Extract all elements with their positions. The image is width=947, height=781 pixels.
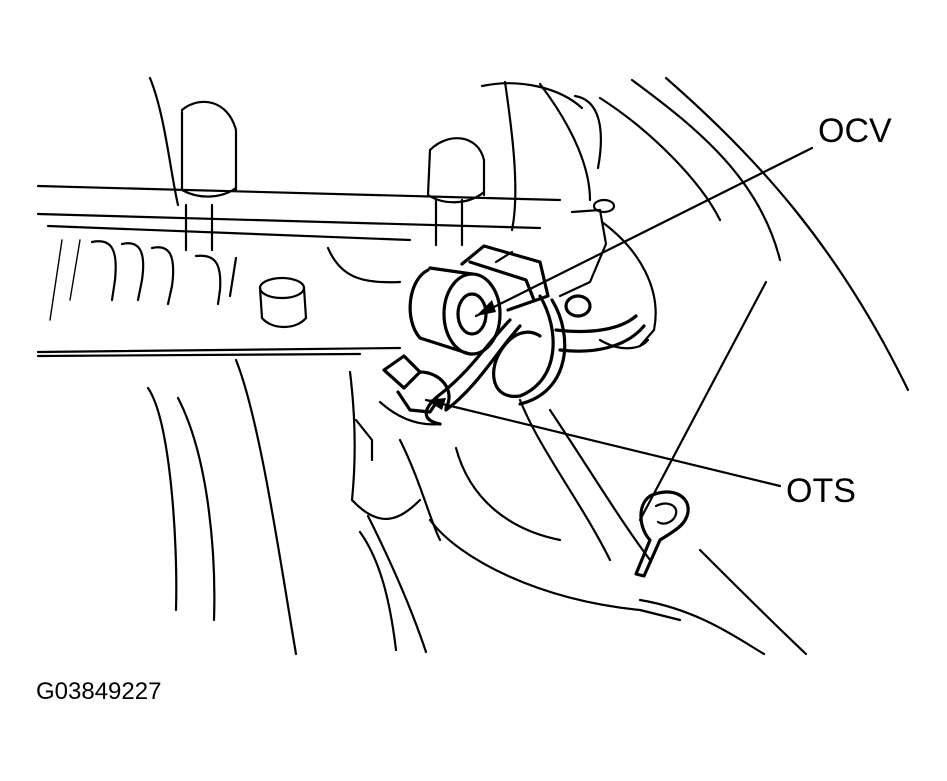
ots-sensor: [382, 354, 422, 390]
engine-contour: [638, 280, 768, 522]
wire-harness: [554, 314, 638, 334]
engine-contour: [630, 78, 782, 262]
ocv-connector: [468, 260, 536, 302]
head-rib: [326, 246, 402, 284]
ots-sensor: [418, 370, 451, 410]
wire-harness: [518, 298, 567, 406]
bracket-bolt: [564, 294, 592, 318]
engine-block: [358, 530, 398, 652]
cam-housing: [598, 338, 650, 350]
manifold-runner: [573, 94, 602, 170]
head-edge: [36, 346, 402, 354]
engine-block: [354, 418, 374, 462]
head-rib: [194, 254, 222, 306]
label-ocv: OCV: [818, 112, 892, 150]
wire-harness: [424, 318, 512, 426]
wire-harness: [558, 324, 646, 353]
cam-housing: [600, 220, 657, 348]
dipstick-handle: [634, 490, 690, 578]
head-rib: [90, 240, 117, 302]
engine-block: [146, 386, 178, 612]
manifold-runner: [480, 82, 584, 110]
head-rib: [49, 239, 63, 321]
bracket-bolt: [592, 198, 616, 214]
ots-sensor: [378, 400, 442, 426]
fuel-rail: [46, 224, 412, 242]
head-edge: [36, 352, 362, 358]
wire-harness: [444, 324, 522, 412]
engine-block: [398, 438, 442, 542]
dipstick-handle: [654, 502, 678, 525]
engine-block: [366, 514, 428, 654]
manifold-runner: [503, 80, 517, 232]
engine-block: [548, 408, 652, 562]
engine-contour: [698, 548, 808, 656]
bolt-boss: [258, 276, 306, 300]
ocv-leader-line: [474, 146, 814, 318]
engine-block: [234, 358, 298, 656]
fuel-rail: [36, 184, 562, 202]
engine-block: [348, 370, 356, 502]
ocv-body: [428, 266, 474, 276]
manifold-runner: [428, 137, 486, 197]
head-rib: [69, 239, 81, 301]
bolt-boss: [258, 286, 308, 329]
engine-block: [350, 498, 422, 520]
head-rib: [228, 256, 238, 298]
manifold-runner: [148, 76, 180, 207]
engine-contour: [638, 598, 766, 656]
ots-arrowhead: [426, 398, 446, 410]
engine-block: [428, 518, 682, 622]
engine-contour: [598, 96, 722, 222]
fuel-rail: [36, 212, 542, 230]
wire-harness: [492, 294, 555, 398]
manifold-runner: [180, 100, 238, 192]
figure-id: G03849227: [36, 678, 162, 705]
engine-block: [518, 398, 612, 562]
head-rib: [120, 242, 145, 302]
label-ots: OTS: [786, 472, 856, 510]
ots-sensor: [396, 390, 440, 414]
bracket: [558, 208, 608, 298]
manifold-runner: [426, 148, 432, 197]
manifold-runner: [538, 82, 592, 202]
engine-contour: [664, 76, 910, 392]
ocv-arrowhead: [476, 300, 496, 316]
ocv-body: [408, 268, 472, 356]
engine-block: [176, 396, 216, 622]
engine-block: [454, 446, 562, 542]
ocv-connector: [494, 250, 514, 264]
ots-leader-line: [424, 398, 782, 488]
head-rib: [150, 246, 175, 306]
